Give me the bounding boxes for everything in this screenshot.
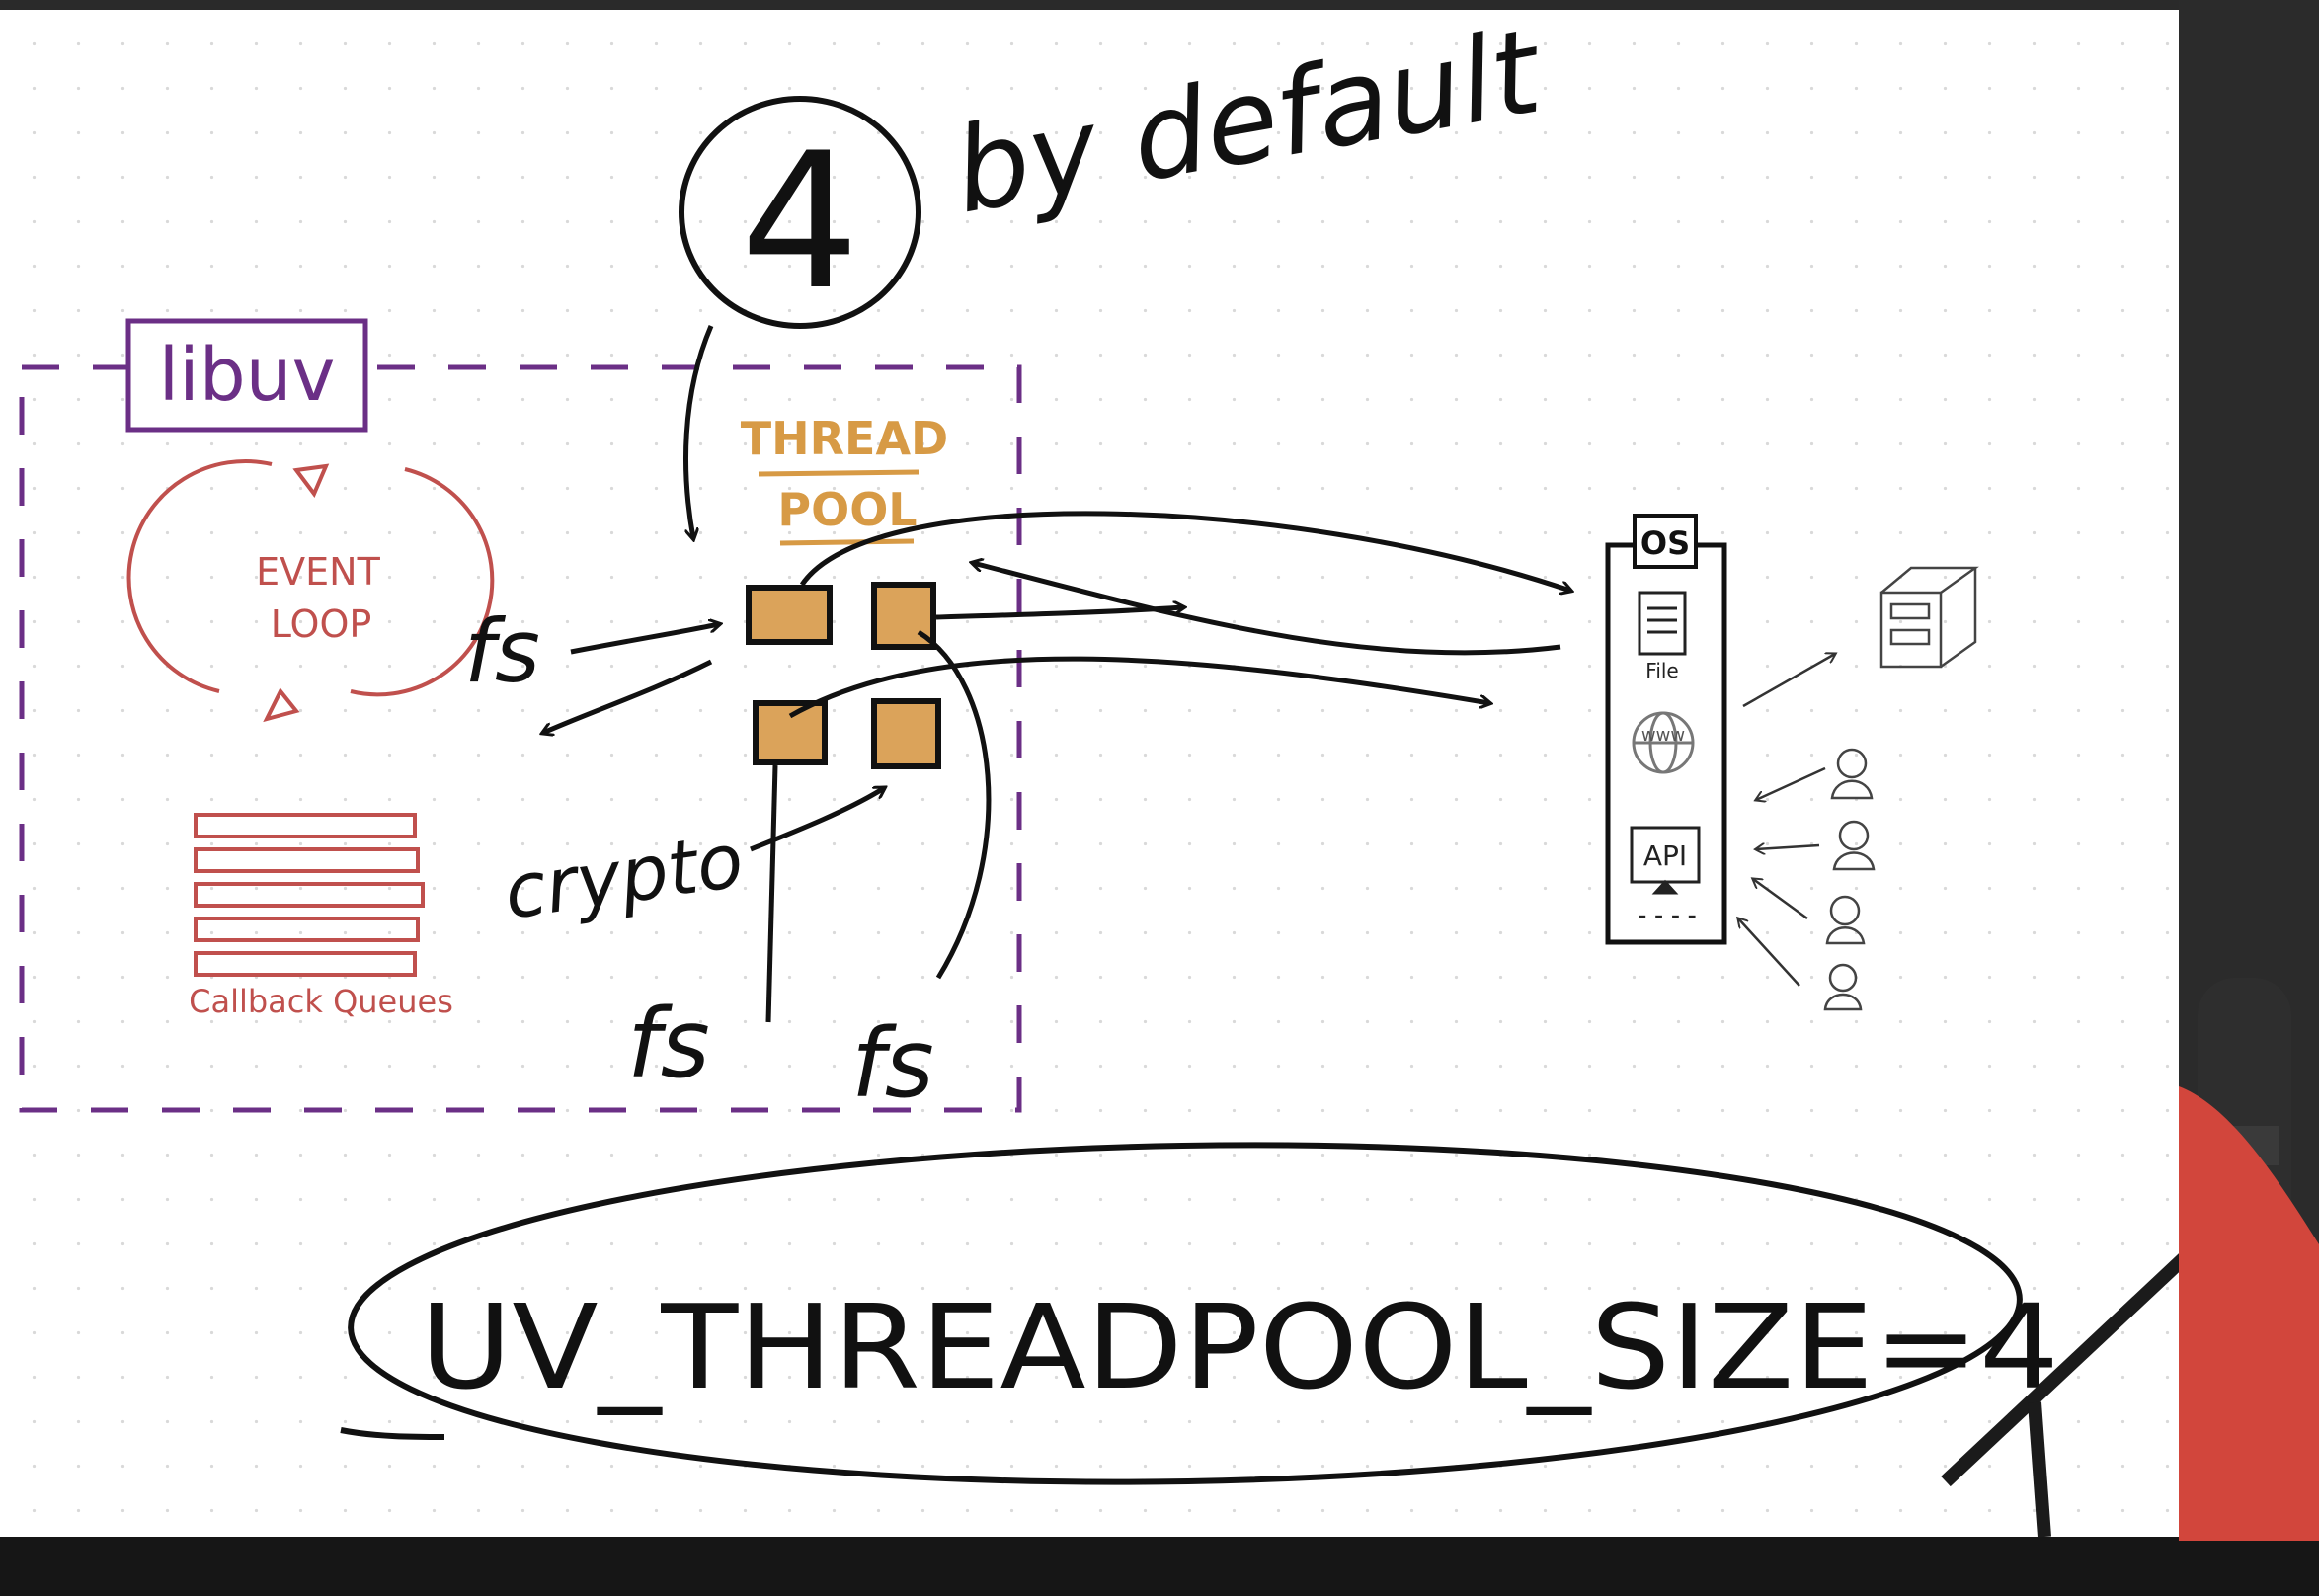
libuv-dashed-boundary	[19, 364, 1022, 1113]
thread-square-3	[753, 700, 828, 765]
thread-square-4	[871, 698, 941, 769]
presenter-shoulder	[2179, 1086, 2319, 1541]
api-label: API	[1643, 839, 1687, 872]
user-icon-2	[1832, 820, 1876, 871]
crypto-arrow	[750, 788, 884, 852]
user-icon-1	[1830, 748, 1874, 800]
thread-square-1	[746, 585, 833, 645]
os-more-services: - - - -	[1638, 905, 1697, 929]
user-request-arrow-4	[1738, 918, 1800, 987]
os-label-box	[1633, 514, 1698, 569]
crypto-label: crypto	[499, 816, 749, 936]
env-var-text: UV_THREADPOOL_SIZE=4	[420, 1279, 2059, 1415]
os-to-server-arrow	[1742, 654, 1835, 708]
libuv-label-box	[125, 318, 368, 433]
user-icon-3	[1825, 895, 1866, 945]
file-icon	[1638, 591, 1687, 656]
thread-pool-underline-2	[779, 538, 915, 546]
callback-queues-label: Callback Queues	[189, 983, 453, 1020]
libuv-label: libuv	[159, 333, 336, 418]
window-bottom-bar	[0, 1537, 2319, 1596]
thread-pool-line1: THREAD	[741, 412, 949, 465]
default-count-circle	[679, 96, 921, 329]
thread-pool-line2: POOL	[777, 483, 917, 536]
callback-queue-stack	[194, 813, 425, 977]
user-request-arrow-3	[1753, 879, 1808, 920]
thread-pool-underline-1	[758, 469, 920, 477]
event-loop-line1: EVENT	[256, 550, 380, 594]
event-loop-cycle-icon	[126, 458, 495, 723]
fs-bottom-right-line	[917, 629, 992, 980]
fs-label-left: fs	[464, 600, 540, 702]
fs-label-bottom-right: fs	[851, 1008, 934, 1119]
by-default-text: by default	[944, 2, 1553, 239]
api-monitor-icon	[1630, 826, 1701, 895]
file-label: File	[1645, 659, 1678, 682]
pool-to-os-arrow-top	[799, 511, 1570, 591]
fs-response-arrow	[543, 659, 713, 733]
pool-to-os-arrow-middle	[935, 607, 1183, 620]
env-var-oval	[348, 1142, 2023, 1485]
window-top-bar	[0, 0, 2319, 10]
fs-label-bottom-left: fs	[627, 989, 710, 1099]
fs-bottom-left-line	[765, 764, 778, 1023]
default-count-text: 4	[741, 113, 860, 331]
event-loop-line2: LOOP	[271, 602, 372, 646]
user-request-arrow-2	[1756, 845, 1820, 849]
default-count-arrow	[683, 325, 714, 538]
pool-to-os-arrow-bottom	[788, 656, 1489, 719]
os-to-pool-return-arrow	[973, 563, 1561, 656]
fs-request-arrow	[570, 624, 719, 655]
www-label: www	[1641, 725, 1685, 746]
os-label: OS	[1640, 524, 1690, 562]
server-box-icon	[1879, 566, 1979, 669]
env-var-oval-tail	[340, 1427, 445, 1440]
user-request-arrow-1	[1756, 766, 1826, 800]
www-globe-icon	[1632, 711, 1695, 774]
whiteboard-canvas	[0, 10, 2179, 1537]
user-icon-4	[1823, 963, 1863, 1011]
